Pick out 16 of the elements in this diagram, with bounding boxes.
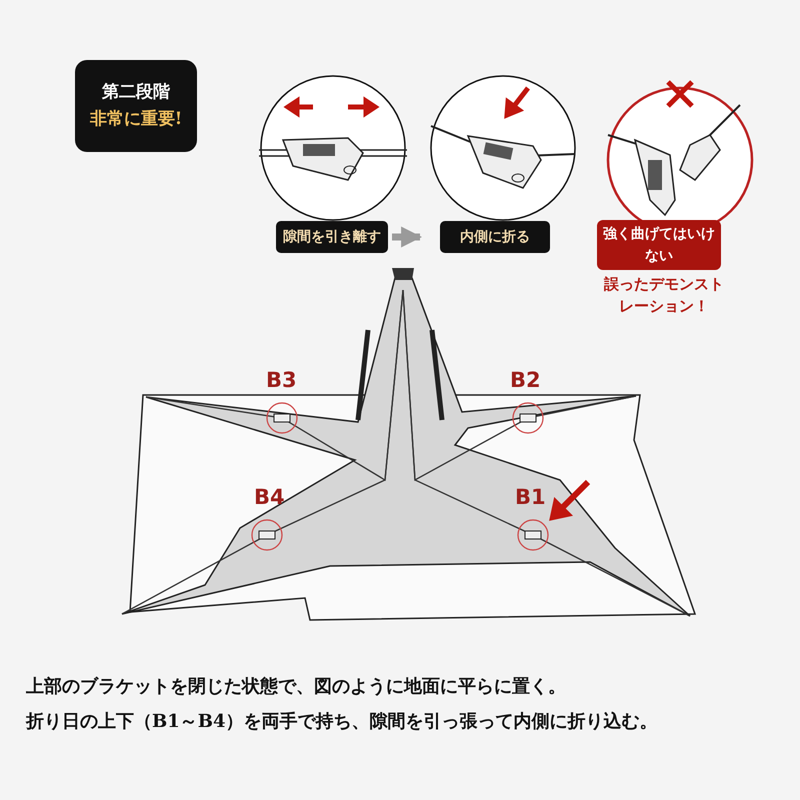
bracket-label: B3 [266,368,297,392]
step-label: 内側に折る [460,228,530,247]
importance-note: 非常に重要! [90,108,182,131]
warning-caption: 誤ったデモンストレーション！ [602,274,725,317]
bracket-label: B2 [510,368,541,392]
step-heading: 第二段階 [102,80,170,104]
stage-badge [75,60,197,152]
instruction-text: 上部のブラケットを閉じた状態で、図のように地面に平らに置く。 [26,675,566,698]
step-label: 隙間を引き離す [283,228,381,247]
step-label-box [440,221,550,253]
instruction-text: 折り日の上下（B1～B4）を両手で持ち、隙間を引っ張って内側に折り込む。 [26,710,658,733]
bracket-label: B1 [515,485,546,509]
arrow [392,226,422,248]
step-label-box [276,221,388,253]
bracket-label: B4 [254,485,285,509]
warning-text: 強く曲げてはいけない [602,224,716,266]
